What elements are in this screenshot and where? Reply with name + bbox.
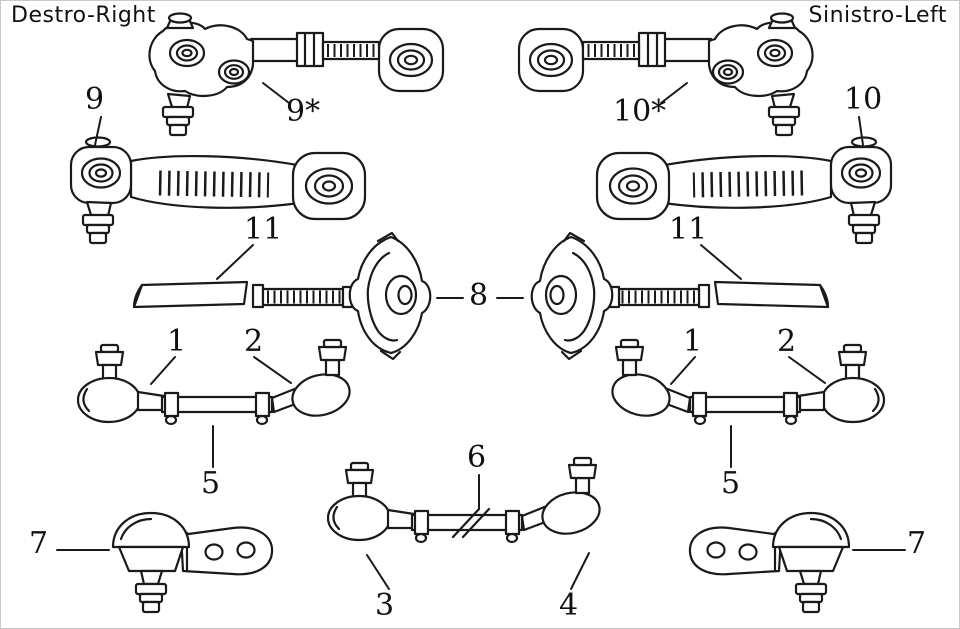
- part-11-tube-right: [132, 280, 249, 309]
- callout-8: 8: [469, 278, 489, 313]
- leader-11l: [216, 244, 254, 280]
- part-7-ball-joint-left: [690, 513, 849, 612]
- leader-4: [570, 552, 590, 590]
- center-tube-break-marks: [451, 507, 491, 539]
- callout-10-star: 10*: [613, 94, 667, 129]
- callout-7-right: 7: [907, 526, 927, 561]
- callout-7-left: 7: [29, 526, 49, 561]
- leader-2l: [253, 356, 292, 384]
- leader-lines: [56, 82, 906, 590]
- part-10-steering-arm: [597, 138, 891, 244]
- callout-1-right: 1: [683, 324, 703, 359]
- callout-2-left: 2: [244, 324, 264, 359]
- callout-1-left: 1: [167, 324, 187, 359]
- part-5-tie-rod-assembly-right: [76, 338, 356, 426]
- callout-9: 9: [85, 82, 105, 117]
- leader-10: [858, 116, 864, 146]
- leader-10s: [660, 82, 688, 104]
- callout-11-right: 11: [669, 212, 708, 247]
- leader-1r: [670, 356, 696, 385]
- callout-2-right: 2: [777, 324, 797, 359]
- part-5-tie-rod-assembly-left: [606, 338, 886, 426]
- leader-9: [94, 116, 102, 146]
- part-11-tube-left: [713, 280, 830, 309]
- callout-9-star: 9*: [286, 94, 321, 129]
- leader-9s: [262, 82, 290, 104]
- callout-11-left: 11: [244, 212, 283, 247]
- callout-5-right: 5: [721, 466, 741, 501]
- callout-5-left: 5: [201, 466, 221, 501]
- callout-3: 3: [375, 588, 395, 623]
- label-sinistro-left: Sinistro-Left: [808, 3, 947, 28]
- leader-11r: [700, 244, 742, 280]
- part-7-ball-joint-right: [113, 513, 272, 612]
- leader-3: [366, 554, 390, 590]
- leader-2r: [788, 356, 826, 384]
- label-destro-right: Destro-Right: [11, 3, 156, 28]
- part-9-steering-arm: [71, 138, 365, 244]
- callout-4: 4: [559, 588, 579, 623]
- callout-10: 10: [844, 82, 883, 117]
- part-6-center-tie-rod-assembly: [326, 456, 606, 544]
- callout-6: 6: [467, 440, 487, 475]
- leader-1l: [150, 356, 176, 385]
